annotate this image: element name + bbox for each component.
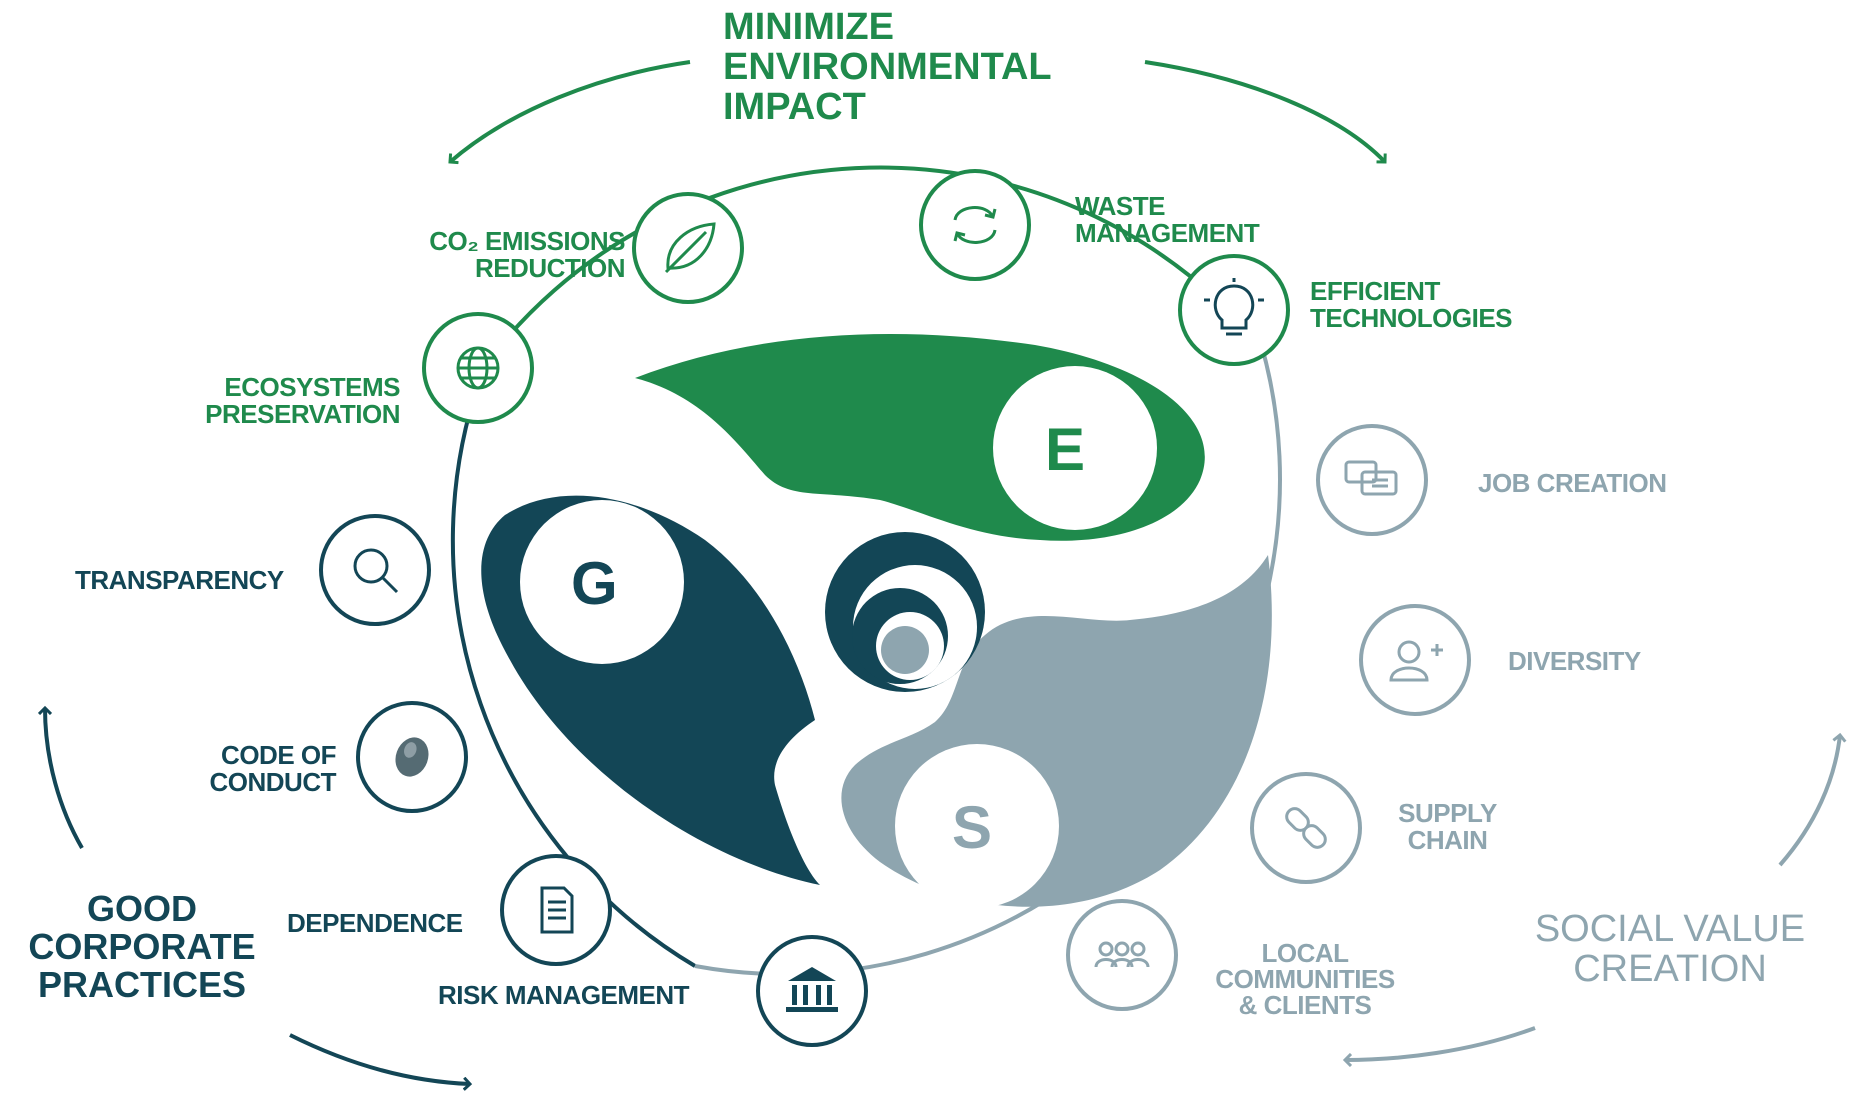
bank-building-icon: [786, 967, 838, 1012]
center-spiral-icon: [825, 532, 985, 692]
diversity-label: DIVERSITY: [1508, 646, 1641, 676]
env-arrow-left: [450, 60, 691, 162]
dependence-node: [500, 854, 612, 966]
local-node: [1066, 899, 1178, 1011]
job-creation-label: JOB CREATION: [1478, 468, 1667, 498]
globe-icon: [456, 346, 500, 390]
leaf-icon: [664, 222, 716, 274]
co2-node: [632, 192, 744, 304]
transparency-label: TRANSPARENCY: [75, 565, 284, 595]
gov-arrow-right: [289, 1033, 470, 1084]
transparency-node: [319, 514, 431, 626]
magnifier-icon: [353, 548, 399, 594]
risk-management-label: RISK MANAGEMENT: [438, 980, 690, 1010]
governance-title: GOOD CORPORATE PRACTICES: [28, 888, 256, 1005]
document-icon: [540, 886, 574, 934]
environmental-title: MINIMIZE ENVIRONMENTAL IMPACT: [723, 6, 1052, 128]
waste-node: [919, 169, 1031, 281]
diversity-node: [1359, 604, 1471, 716]
efficient-node: [1178, 254, 1290, 366]
people-group-icon: [1094, 941, 1150, 968]
supply-node: [1250, 772, 1362, 884]
code-node: [356, 701, 468, 813]
job-node: [1316, 424, 1428, 536]
gov-arrow-up: [45, 708, 84, 850]
letter-s: S: [952, 794, 992, 861]
recycle-arrows-icon: [953, 206, 997, 244]
add-user-icon: [1389, 640, 1443, 682]
chain-link-icon: [1285, 807, 1327, 849]
soc-arrow-up: [1778, 735, 1840, 867]
lightbulb-icon: [1204, 278, 1264, 336]
s-disc: [895, 744, 1059, 908]
risk-node: [756, 935, 868, 1047]
soc-arrow-left: [1345, 1026, 1536, 1060]
stone-icon: [395, 737, 429, 777]
chat-bubbles-icon: [1344, 460, 1398, 496]
letter-e: E: [1045, 416, 1085, 483]
ecosystems-node: [422, 312, 534, 424]
social-title: SOCIAL VALUE CREATION: [1534, 908, 1806, 990]
env-arrow-right: [1144, 60, 1385, 162]
ring-arc-governance: [450, 364, 697, 968]
e-disc: [993, 366, 1157, 530]
dependence-label: DEPENDENCE: [287, 908, 463, 938]
letter-g: G: [571, 550, 618, 617]
ring-arc-environment: [483, 165, 1264, 367]
g-disc: [520, 500, 684, 664]
